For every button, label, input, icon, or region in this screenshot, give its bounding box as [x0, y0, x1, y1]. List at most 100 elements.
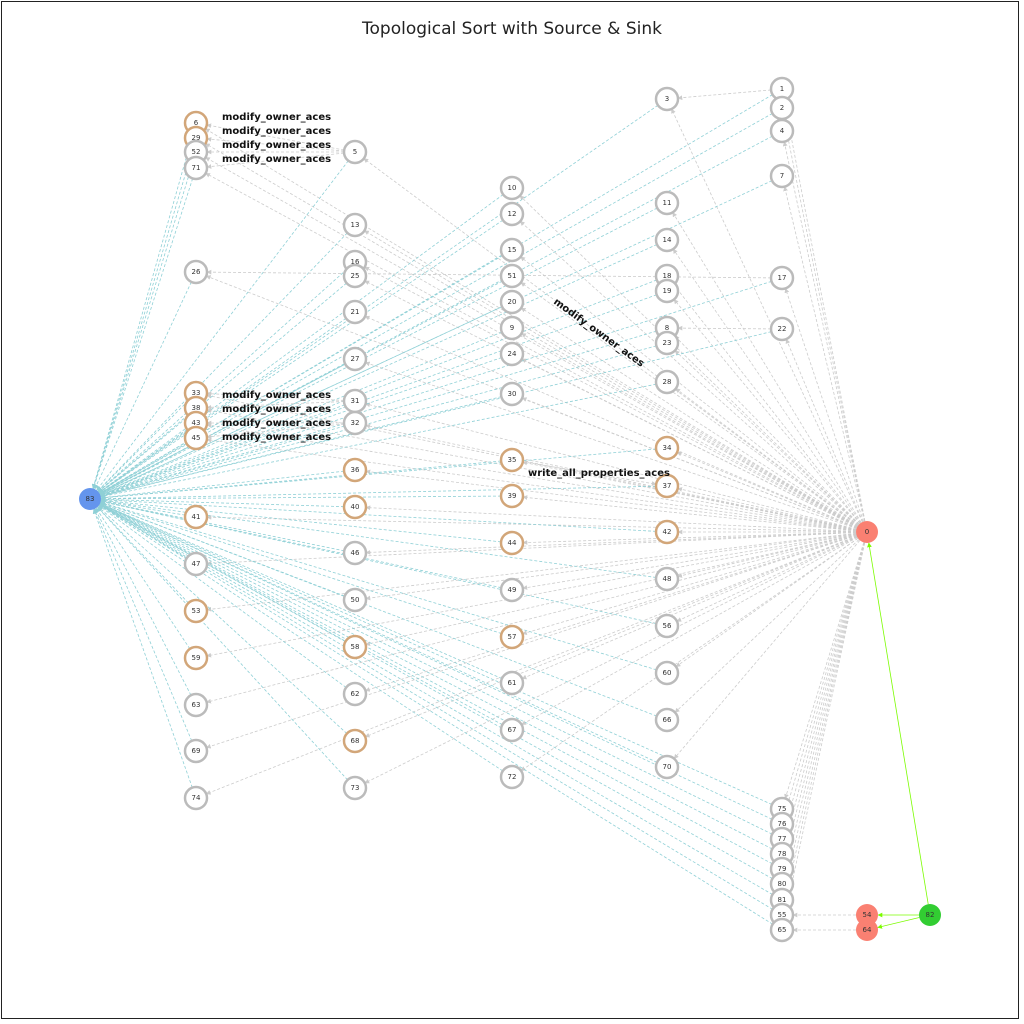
node-10[interactable]: 10 [499, 175, 525, 201]
node-48[interactable]: 48 [654, 566, 680, 592]
edge-0-66 [674, 539, 860, 713]
node-2[interactable]: 2 [769, 95, 795, 121]
node-63[interactable]: 63 [183, 692, 209, 718]
edge-71-83 [92, 178, 194, 489]
edge-0-63 [206, 534, 857, 704]
node-23[interactable]: 23 [654, 330, 680, 356]
edge-76-83 [99, 503, 773, 820]
node-12[interactable]: 12 [499, 201, 525, 227]
node-circle [342, 494, 368, 520]
node-label: 77 [778, 835, 787, 843]
edge-0-72 [520, 537, 859, 772]
node-34[interactable]: 34 [654, 435, 680, 461]
node-70[interactable]: 70 [654, 754, 680, 780]
node-circle [499, 530, 525, 556]
node-31[interactable]: 31 [342, 388, 368, 414]
node-circle [856, 919, 878, 941]
node-label: 59 [192, 654, 201, 662]
node-68[interactable]: 68 [342, 728, 368, 754]
node-11[interactable]: 11 [654, 190, 680, 216]
node-26[interactable]: 26 [183, 259, 209, 285]
node-42[interactable]: 42 [654, 519, 680, 545]
node-60[interactable]: 60 [654, 660, 680, 686]
node-3[interactable]: 3 [654, 86, 680, 112]
node-82[interactable]: 82 [919, 904, 941, 926]
node-74[interactable]: 74 [183, 785, 209, 811]
node-73[interactable]: 73 [342, 775, 368, 801]
node-39[interactable]: 39 [499, 483, 525, 509]
edge-0-59 [206, 533, 857, 658]
node-49[interactable]: 49 [499, 577, 525, 603]
node-44[interactable]: 44 [499, 530, 525, 556]
node-61[interactable]: 61 [499, 670, 525, 696]
node-circle [342, 299, 368, 325]
node-13[interactable]: 13 [342, 212, 368, 238]
node-37[interactable]: 37 [654, 473, 680, 499]
node-53[interactable]: 53 [183, 598, 209, 624]
node-27[interactable]: 27 [342, 346, 368, 372]
node-36[interactable]: 36 [342, 457, 368, 483]
node-62[interactable]: 62 [342, 681, 368, 707]
edge-11-83 [99, 207, 658, 495]
node-0[interactable]: 0 [856, 521, 878, 543]
node-56[interactable]: 56 [654, 613, 680, 639]
node-69[interactable]: 69 [183, 738, 209, 764]
node-label: 50 [351, 596, 360, 604]
node-17[interactable]: 17 [769, 265, 795, 291]
node-59[interactable]: 59 [183, 645, 209, 671]
node-58[interactable]: 58 [342, 634, 368, 660]
edge-0-38 [206, 408, 857, 531]
node-32[interactable]: 32 [342, 410, 368, 436]
node-4[interactable]: 4 [769, 118, 795, 144]
edge-0-7 [783, 186, 865, 522]
node-45[interactable]: 45 [183, 425, 209, 451]
node-14[interactable]: 14 [654, 227, 680, 253]
node-7[interactable]: 7 [769, 163, 795, 189]
node-19[interactable]: 19 [654, 278, 680, 304]
node-9[interactable]: 9 [499, 315, 525, 341]
node-47[interactable]: 47 [183, 551, 209, 577]
edge-44-83 [100, 498, 502, 543]
node-label: 23 [663, 339, 672, 347]
edge-0-74 [205, 535, 857, 795]
edge-0-10 [519, 195, 860, 525]
node-64[interactable]: 64 [856, 919, 878, 941]
node-circle [183, 259, 209, 285]
edge-17-83 [100, 280, 772, 497]
node-label: 55 [778, 911, 787, 919]
node-28[interactable]: 28 [654, 369, 680, 395]
node-35[interactable]: 35 [499, 447, 525, 473]
node-71[interactable]: 71 [183, 155, 209, 181]
edge-29-83 [92, 148, 194, 489]
node-22[interactable]: 22 [769, 316, 795, 342]
node-40[interactable]: 40 [342, 494, 368, 520]
node-20[interactable]: 20 [499, 289, 525, 315]
node-15[interactable]: 15 [499, 237, 525, 263]
node-25[interactable]: 25 [342, 263, 368, 289]
edge-10-83 [98, 194, 504, 493]
node-label: 27 [351, 355, 360, 363]
node-57[interactable]: 57 [499, 624, 525, 650]
node-46[interactable]: 46 [342, 540, 368, 566]
node-72[interactable]: 72 [499, 764, 525, 790]
node-66[interactable]: 66 [654, 707, 680, 733]
node-label: 1 [780, 85, 784, 93]
node-24[interactable]: 24 [499, 341, 525, 367]
node-label: 14 [663, 236, 672, 244]
node-41[interactable]: 41 [183, 504, 209, 530]
node-67[interactable]: 67 [499, 717, 525, 743]
node-21[interactable]: 21 [342, 299, 368, 325]
edge-23-83 [100, 345, 657, 498]
node-30[interactable]: 30 [499, 381, 525, 407]
node-5[interactable]: 5 [342, 139, 368, 165]
node-83[interactable]: 83 [79, 488, 101, 510]
edge-0-46 [365, 532, 857, 555]
node-51[interactable]: 51 [499, 263, 525, 289]
edge-35-83 [100, 460, 502, 500]
edge-label: modify_owner_aces [222, 112, 331, 123]
node-65[interactable]: 65 [769, 917, 795, 943]
edge-24-83 [99, 357, 502, 497]
node-50[interactable]: 50 [342, 587, 368, 613]
node-label: 67 [508, 726, 517, 734]
edge-0-13 [364, 230, 858, 527]
